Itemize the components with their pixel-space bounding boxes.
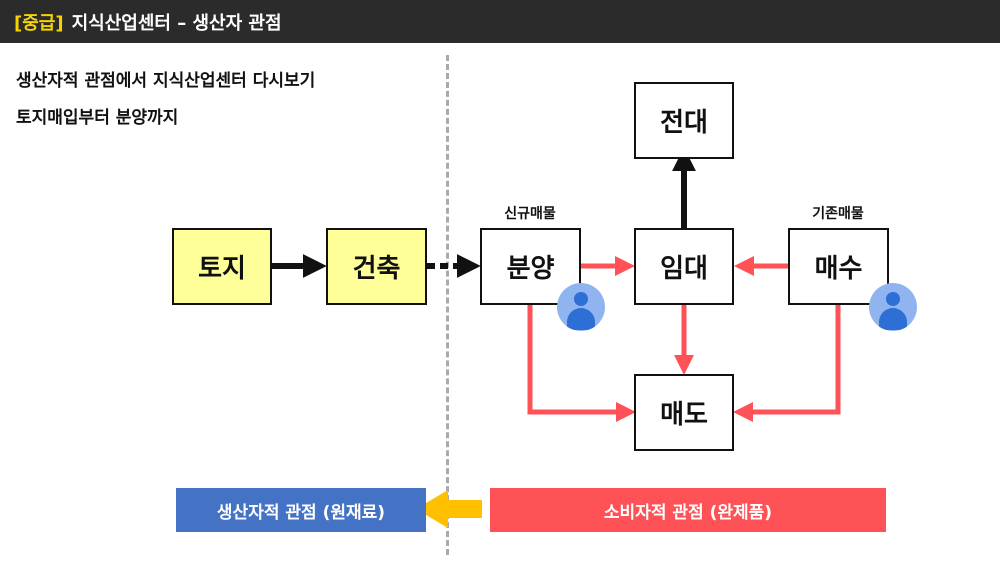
label-existing-property: 기존매물 bbox=[812, 206, 864, 222]
label-new-property: 신규매물 bbox=[504, 206, 556, 222]
node-land: 토지 bbox=[172, 228, 272, 305]
person-icon bbox=[557, 283, 605, 331]
node-lease: 임대 bbox=[634, 228, 734, 305]
consumer-perspective-bar: 소비자적 관점 (완제품) bbox=[490, 488, 886, 532]
perspective-divider bbox=[446, 55, 449, 555]
node-construction: 건축 bbox=[326, 228, 427, 305]
person-icon-body bbox=[879, 308, 907, 330]
intro-line-1: 생산자적 관점에서 지식산업센터 다시보기 bbox=[16, 71, 316, 91]
arrow-sale-to-resale bbox=[527, 305, 636, 422]
header-bar: [중급] 지식산업센터 – 생산자 관점 bbox=[0, 0, 1000, 43]
arrow-consumer-to-producer bbox=[416, 490, 482, 528]
header-title: 지식산업센터 – 생산자 관점 bbox=[71, 12, 282, 34]
person-icon-head bbox=[886, 292, 900, 306]
producer-perspective-bar: 생산자적 관점 (원재료) bbox=[176, 488, 426, 532]
node-purchase: 매수 bbox=[788, 228, 889, 305]
arrow-purchase-to-resale bbox=[733, 305, 841, 422]
person-icon-body bbox=[567, 308, 595, 330]
intro-line-2: 토지매입부터 분양까지 bbox=[16, 108, 179, 128]
person-icon bbox=[869, 283, 917, 331]
level-tag: [중급] bbox=[14, 12, 64, 34]
person-icon-head bbox=[574, 292, 588, 306]
node-resale: 매도 bbox=[634, 374, 734, 451]
node-jeondae: 전대 bbox=[634, 82, 734, 159]
